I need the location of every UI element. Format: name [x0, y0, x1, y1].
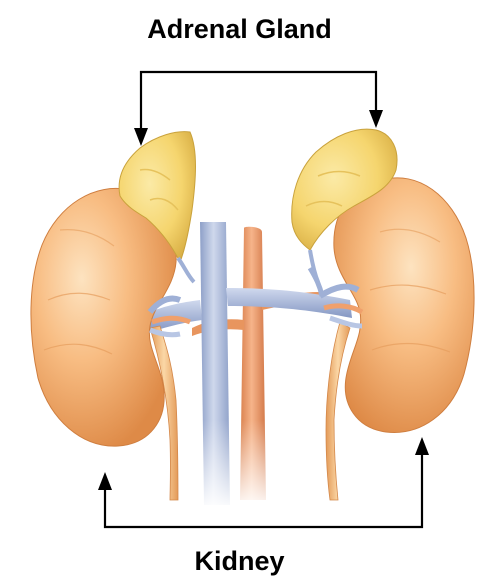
- kidney-label: Kidney: [0, 546, 479, 577]
- adrenal-connector: [141, 72, 376, 132]
- kidney-arrowhead-left: [98, 472, 112, 490]
- adrenal-arrowhead-right: [369, 110, 383, 128]
- right-kidney: [334, 178, 474, 433]
- adrenal-gland-label: Adrenal Gland: [0, 14, 479, 45]
- adrenal-arrowhead-left: [134, 128, 148, 146]
- kidney-arrowhead-right: [415, 437, 429, 455]
- right-ureter: [326, 322, 350, 500]
